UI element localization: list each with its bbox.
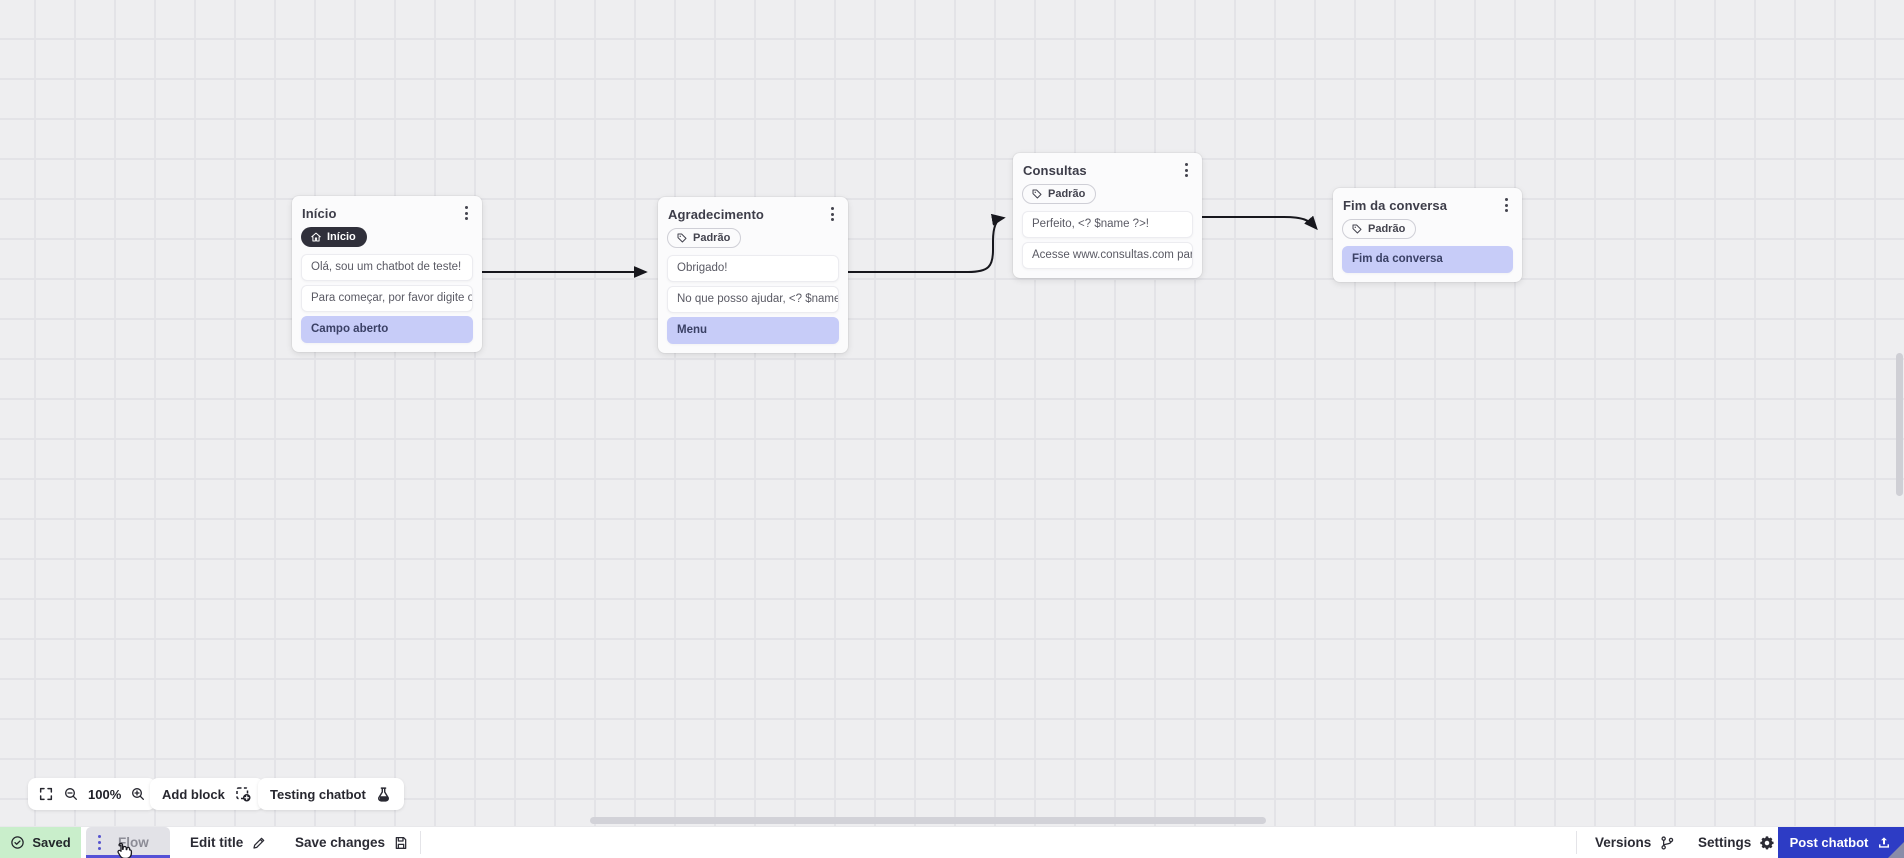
edit-title-label: Edit title	[190, 835, 244, 850]
testing-chatbot-button[interactable]: Testing chatbot	[258, 778, 404, 810]
saved-status-badge: Saved	[0, 827, 81, 858]
flow-node-agradecimento[interactable]: Agradecimento Padrão Obrigado! No que po…	[658, 197, 848, 353]
node-menu-icon[interactable]	[1501, 195, 1512, 214]
edit-title-button[interactable]: Edit title	[190, 827, 267, 858]
zoom-out-icon	[65, 788, 77, 800]
node-title: Fim da conversa	[1343, 197, 1448, 213]
node-title: Consultas	[1023, 162, 1087, 178]
block-message[interactable]: Para começar, por favor digite o ...	[301, 285, 473, 312]
tag-label: Padrão	[693, 232, 731, 244]
toolbar-divider	[1576, 831, 1577, 854]
check-circle-icon	[11, 836, 25, 849]
zoom-out-button[interactable]	[63, 786, 79, 802]
save-changes-button[interactable]: Save changes	[295, 827, 409, 858]
block-message[interactable]: Obrigado!	[667, 255, 839, 282]
fullscreen-icon	[39, 787, 53, 801]
add-block-button[interactable]: Add block	[150, 778, 264, 810]
versions-button[interactable]: Versions	[1595, 827, 1675, 858]
vertical-scrollbar[interactable]	[1896, 353, 1903, 496]
node-title: Início	[302, 205, 337, 221]
tag-badge: Padrão	[1022, 184, 1097, 204]
post-chatbot-button[interactable]: Post chatbot	[1778, 827, 1904, 858]
zoom-level: 100%	[88, 786, 122, 802]
tab-flow[interactable]: Flow	[86, 827, 170, 858]
home-icon	[311, 232, 321, 242]
gear-icon	[1760, 835, 1774, 849]
git-branch-icon	[1661, 835, 1674, 850]
flow-node-inicio[interactable]: Início Início Olá, sou um chatbot de tes…	[292, 196, 482, 352]
tag-icon	[1352, 224, 1362, 234]
testing-chatbot-label: Testing chatbot	[270, 786, 366, 802]
flow-node-consultas[interactable]: Consultas Padrão Perfeito, <? $name ?>! …	[1013, 153, 1202, 278]
post-chatbot-label: Post chatbot	[1789, 835, 1869, 850]
node-title: Agradecimento	[668, 206, 764, 222]
tag-badge: Padrão	[667, 228, 742, 248]
flow-tab-label: Flow	[118, 835, 149, 850]
horizontal-scrollbar[interactable]	[590, 817, 1266, 824]
flow-menu-icon[interactable]	[86, 834, 110, 852]
add-block-label: Add block	[162, 786, 225, 802]
flask-icon	[377, 786, 389, 802]
upload-icon	[1879, 836, 1890, 848]
zoom-in-button[interactable]	[130, 786, 146, 802]
block-menu[interactable]: Menu	[667, 317, 839, 344]
edge-consultas-fim	[1201, 215, 1318, 231]
tag-label: Padrão	[1368, 223, 1406, 235]
node-menu-icon[interactable]	[461, 203, 472, 222]
save-changes-label: Save changes	[295, 835, 386, 850]
zoom-in-icon	[132, 788, 145, 800]
node-menu-icon[interactable]	[827, 204, 838, 223]
tag-icon	[1032, 189, 1042, 199]
resize-corner	[1888, 842, 1904, 858]
tag-icon	[677, 233, 687, 243]
fullscreen-button[interactable]	[38, 786, 54, 802]
zoom-panel: 100%	[28, 778, 157, 810]
pencil-icon	[253, 837, 265, 849]
status-bar: Saved Flow Edit title Save changes Versi…	[0, 826, 1904, 858]
add-block-icon	[236, 787, 251, 802]
block-end-conversation[interactable]: Fim da conversa	[1342, 246, 1513, 273]
block-message[interactable]: Acesse www.consultas.com par...	[1022, 242, 1193, 269]
toolbar-divider	[420, 831, 421, 854]
block-message[interactable]: No que posso ajudar, <? $name ...	[667, 286, 839, 313]
settings-button[interactable]: Settings	[1698, 827, 1775, 858]
flow-node-fim-da-conversa[interactable]: Fim da conversa Padrão Fim da conversa	[1333, 188, 1522, 282]
block-message[interactable]: Olá, sou um chatbot de teste!	[301, 254, 473, 281]
save-icon	[395, 836, 407, 849]
tag-badge: Padrão	[1342, 219, 1417, 239]
block-open-field[interactable]: Campo aberto	[301, 316, 473, 343]
tag-label: Padrão	[1048, 188, 1086, 200]
settings-label: Settings	[1698, 835, 1752, 850]
saved-label: Saved	[32, 835, 71, 850]
edge-agradecimento-consultas	[847, 213, 1006, 273]
versions-label: Versions	[1595, 835, 1652, 850]
start-badge: Início	[301, 227, 367, 247]
node-menu-icon[interactable]	[1181, 160, 1192, 179]
start-badge-label: Início	[327, 231, 356, 243]
block-message[interactable]: Perfeito, <? $name ?>!	[1022, 211, 1193, 238]
